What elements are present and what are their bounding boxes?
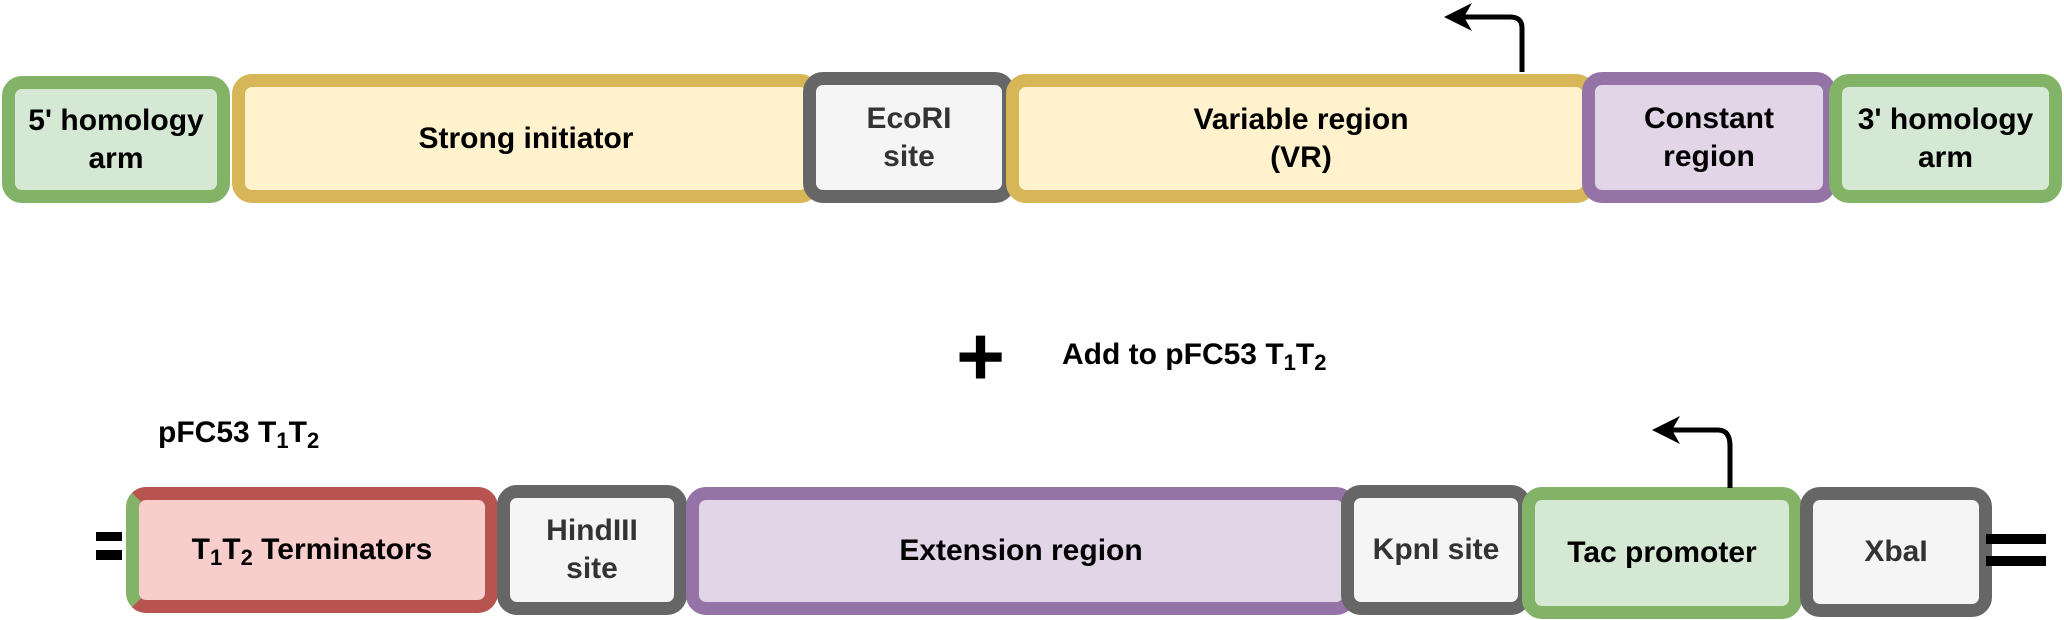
tac-promoter-arrow-icon — [1652, 416, 1733, 488]
plasmid-label: pFC53 T1T2 — [158, 416, 320, 453]
strong-initiator-label: Strong initiator — [418, 121, 634, 155]
five-prime-homology-arm-label: 5' homology arm — [28, 103, 204, 175]
tac-promoter-label: Tac promoter — [1567, 536, 1757, 569]
extension-region-label: Extension region — [899, 534, 1143, 567]
plus-sign: + — [956, 309, 1006, 403]
add-to-plasmid-text: Add to pFC53 T1T2 — [1062, 338, 1327, 375]
variable-region-label: Variable region (VR) — [1193, 102, 1409, 174]
terminators-label: T1T2 Terminators — [191, 533, 433, 570]
hindiii-site-label: HindIII site — [546, 514, 638, 585]
kpni-site: KpnI site — [1341, 485, 1531, 615]
three-prime-homology-arm-label: 3' homology arm — [1857, 102, 2034, 174]
kpni-site-label: KpnI site — [1372, 533, 1500, 566]
xbai-site-label: XbaI — [1864, 535, 1928, 568]
variable-region: Variable region (VR) — [1006, 74, 1596, 203]
hindiii-site: HindIII site — [497, 485, 687, 615]
constant-region: Constant region — [1582, 72, 1836, 203]
terminators: T1T2 Terminators — [126, 487, 498, 613]
tac-promoter: Tac promoter — [1522, 487, 1802, 619]
xbai-site: XbaI — [1800, 487, 1992, 617]
strong-initiator: Strong initiator — [232, 74, 820, 203]
five-prime-homology-arm: 5' homology arm — [2, 76, 230, 203]
ecori-site: EcoRI site — [803, 72, 1015, 203]
three-prime-homology-arm: 3' homology arm — [1829, 74, 2062, 203]
ecori-site-label: EcoRI site — [866, 101, 952, 173]
plasmid-break-left-icon — [96, 532, 122, 560]
top-promoter-arrow-icon — [1444, 3, 1525, 72]
extension-region: Extension region — [686, 487, 1356, 615]
plasmid-break-right-icon — [1986, 534, 2046, 566]
constant-region-label: Constant region — [1644, 101, 1774, 173]
